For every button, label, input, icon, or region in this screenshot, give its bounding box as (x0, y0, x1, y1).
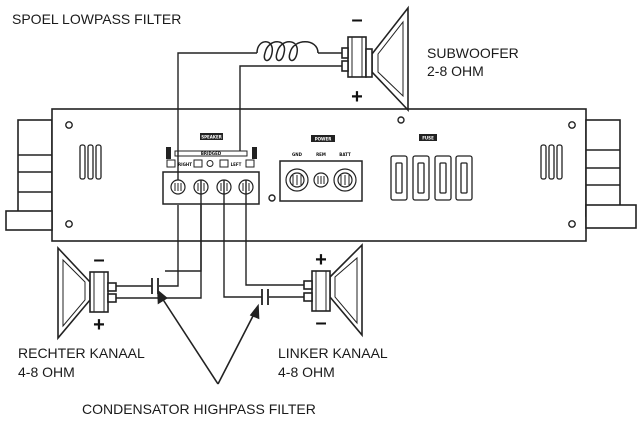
coil-filter-label: SPOEL LOWPASS FILTER (12, 11, 181, 27)
cap-filter-label: CONDENSATOR HIGHPASS FILTER (82, 401, 316, 417)
capacitor-pointer-arrows (157, 289, 260, 385)
left-tag: LEFT (231, 162, 242, 167)
gnd-tag: GND (292, 152, 303, 157)
speaker-tag: SPEAKER (201, 135, 222, 140)
left-minus-mark: – (315, 312, 326, 334)
amp-screws (65, 116, 576, 228)
right-tag: RIGHT (178, 162, 192, 167)
lowpass-coil (256, 41, 319, 62)
left-channel-label: LINKER KANAAL (278, 345, 388, 361)
right-plus-mark: + (93, 314, 105, 336)
wiring (116, 52, 342, 299)
rem-tag: REM (316, 152, 326, 157)
amp-vents-right (540, 144, 563, 180)
left-speaker (303, 243, 363, 338)
fuse-tag: FUSE (422, 136, 434, 141)
bridged-tag: BRIDGED (201, 151, 222, 156)
right-channel-label: RECHTER KANAAL (18, 345, 145, 361)
highpass-capacitors (151, 278, 269, 305)
power-terminal-block: POWER GND REM BATT (279, 135, 363, 202)
subwoofer-ohm-label: 2-8 OHM (427, 63, 484, 79)
right-speaker (57, 245, 117, 341)
subwoofer-label: SUBWOOFER (427, 45, 519, 61)
left-ohm-label: 4-8 OHM (278, 364, 335, 380)
power-tag: POWER (315, 137, 332, 142)
amp-vents-left (79, 144, 102, 180)
batt-tag: BATT (339, 152, 351, 157)
right-minus-mark: – (93, 249, 104, 271)
left-plus-mark: + (315, 249, 327, 271)
sub-plus-mark: + (351, 86, 363, 108)
subwoofer-speaker (341, 5, 409, 113)
sub-minus-mark: – (351, 9, 362, 31)
fuse-block: FUSE (390, 134, 473, 201)
right-ohm-label: 4-8 OHM (18, 364, 75, 380)
